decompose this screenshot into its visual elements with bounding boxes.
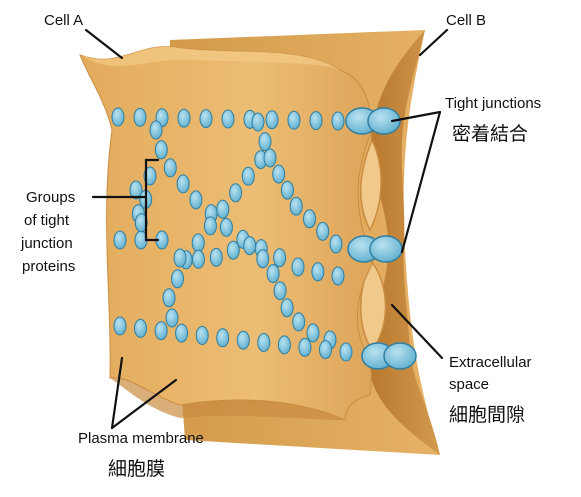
tight-junction-protein	[266, 264, 280, 284]
tight-junction-protein	[306, 323, 320, 343]
label-tight-junctions-jp: 密着結合	[452, 123, 528, 145]
tight-junction-protein	[162, 288, 176, 308]
tight-junction-protein	[154, 321, 168, 341]
tight-junction-protein	[219, 217, 233, 237]
tight-junction-protein	[189, 190, 203, 210]
tight-junction-pair-middle	[347, 235, 403, 263]
tight-junction-protein	[199, 109, 213, 129]
tight-junction-protein	[265, 110, 279, 130]
tight-junction-protein	[273, 248, 287, 268]
label-extracellular-jp: 細胞間隙	[449, 404, 525, 426]
tight-junction-protein	[277, 335, 291, 355]
tight-junction-protein	[319, 340, 332, 360]
label-cell-a: Cell A	[44, 12, 83, 29]
tight-junction-protein	[287, 110, 301, 130]
strand-diag-c	[263, 148, 343, 254]
tight-junction-protein	[251, 112, 265, 132]
tight-junction-protein	[203, 216, 217, 236]
tight-junction-protein	[173, 248, 187, 268]
tight-junction-protein	[129, 180, 143, 200]
label-extracellular-line2: space	[449, 376, 489, 393]
label-extracellular-line1: Extracellular	[449, 354, 532, 371]
tight-junction-protein	[191, 233, 205, 253]
tight-junction-protein	[309, 111, 323, 131]
tight-junction-protein	[303, 209, 316, 229]
tight-junction-protein	[216, 199, 230, 219]
leader-plasma-left	[110, 356, 124, 430]
tight-junction-protein	[134, 213, 148, 233]
tight-junction-protein	[289, 196, 303, 216]
strand-bottom	[113, 316, 353, 362]
tight-junction-protein	[229, 183, 243, 203]
strand-top	[111, 107, 345, 131]
tight-junction-protein	[111, 107, 125, 127]
tight-junction-protein	[165, 308, 179, 328]
tight-junction-protein	[236, 330, 250, 350]
tight-junction-protein	[258, 132, 272, 152]
label-plasma-membrane: Plasma membrane	[78, 430, 204, 447]
leader-groups-bracket	[144, 158, 160, 242]
label-cell-b: Cell B	[446, 12, 486, 29]
tight-junction-protein	[257, 333, 271, 352]
strand-lower	[173, 236, 337, 350]
tight-junction-protein	[134, 318, 147, 338]
tight-junction-protein	[133, 107, 147, 127]
tight-junction-protein	[263, 148, 277, 168]
tight-junction-protein	[256, 249, 270, 269]
strand-mid-left	[113, 230, 169, 250]
leader-plasma-right	[110, 378, 178, 430]
tight-junction-protein	[177, 108, 191, 128]
tight-junction-protein	[316, 221, 330, 241]
label-tight-junctions: Tight junctions	[445, 95, 541, 112]
tight-junction-protein	[273, 281, 287, 301]
leader-cell-a	[84, 28, 124, 60]
tight-junction-protein	[272, 164, 286, 184]
tight-junction-protein	[175, 323, 189, 343]
leader-tight-junction-middle	[400, 110, 442, 254]
leader-tight-junction-top	[390, 110, 442, 123]
tight-junction-protein	[191, 249, 205, 269]
tight-junction-protein	[280, 180, 294, 200]
label-groups-line4: proteins	[22, 258, 75, 275]
label-groups-line1: Groups	[26, 189, 75, 206]
label-plasma-membrane-jp: 細胞膜	[108, 458, 165, 480]
tight-junction-protein	[113, 316, 127, 336]
tight-junction-protein	[291, 257, 305, 277]
label-groups-line2: of tight	[24, 212, 70, 229]
tight-junction-protein	[331, 266, 345, 286]
tight-junction-protein	[329, 234, 343, 254]
tight-junction-pair-bottom	[361, 342, 417, 370]
tight-junction-protein	[113, 230, 127, 250]
label-groups-line3: junction	[20, 235, 73, 252]
tight-junction-protein	[221, 109, 235, 129]
tight-junction-protein	[292, 312, 306, 332]
tight-junction-protein	[171, 269, 184, 289]
tight-junction-protein	[298, 337, 312, 357]
tight-junction-protein	[209, 247, 223, 267]
tight-junction-protein	[195, 326, 209, 345]
tight-junction-protein	[331, 111, 345, 131]
tight-junction-protein	[280, 298, 294, 318]
tight-junction-protein-strands	[111, 107, 353, 362]
tight-junction-protein	[154, 140, 168, 160]
tight-junction-protein	[241, 166, 255, 186]
strand-diag-b	[162, 112, 272, 328]
tight-junction-pair-top	[345, 107, 401, 135]
tight-junction-protein	[243, 236, 257, 256]
tight-junction-protein	[339, 342, 353, 362]
tight-junction-protein	[216, 328, 230, 348]
tight-junction-protein	[176, 174, 190, 194]
tight-junction-protein	[163, 158, 177, 178]
leader-extracellular	[390, 303, 444, 360]
tight-junction-protein	[226, 240, 240, 260]
tight-junction-protein	[311, 262, 325, 282]
tight-junction-protein	[149, 120, 163, 140]
leader-cell-b	[418, 28, 449, 57]
leader-lines	[84, 28, 449, 430]
